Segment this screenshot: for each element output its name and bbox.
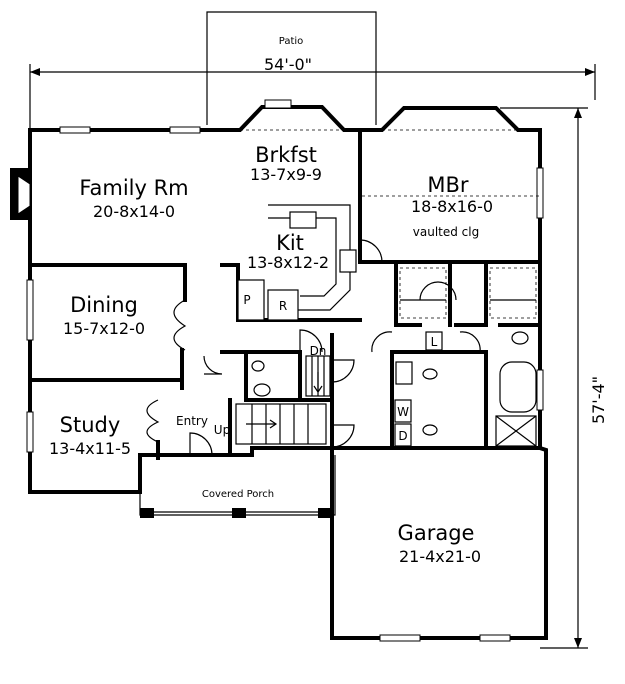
stairs-down-mark: Dn	[310, 344, 327, 358]
patio-outline	[206, 11, 377, 125]
master-bedroom-size: 18-8x16-0	[411, 197, 493, 216]
kitchen-size: 13-8x12-2	[247, 253, 329, 272]
linen-box	[425, 331, 443, 351]
garage-name: Garage	[398, 521, 475, 545]
covered-porch	[139, 455, 336, 518]
dining-name: Dining	[70, 293, 138, 317]
depth-dimension-label: 57'-4"	[589, 376, 608, 424]
interior-walls	[28, 128, 542, 460]
kitchen-name: Kit	[276, 231, 304, 255]
garage-size: 21-4x21-0	[399, 547, 481, 566]
dining-size: 15-7x12-0	[63, 319, 145, 338]
patio-label: Patio	[279, 36, 304, 47]
breakfast-size: 13-7x9-9	[250, 165, 322, 184]
kitchen-counters	[237, 204, 357, 321]
stairs-up-mark: Up	[214, 423, 230, 437]
washer-mark: W	[397, 405, 409, 419]
depth-dimension	[500, 107, 588, 649]
bath-fixtures	[251, 331, 537, 447]
width-dimension	[29, 64, 596, 128]
doors	[146, 239, 481, 456]
windows	[26, 99, 544, 642]
fireplace	[10, 168, 31, 220]
dryer-mark: D	[398, 429, 407, 443]
stairs	[235, 355, 331, 445]
breakfast-name: Brkfst	[255, 143, 317, 167]
study-size: 13-4x11-5	[49, 439, 131, 458]
linen-mark: L	[431, 335, 438, 349]
study-name: Study	[60, 413, 121, 437]
family-room-name: Family Rm	[79, 176, 188, 200]
refrigerator-mark: R	[279, 299, 287, 313]
washer-box	[394, 399, 412, 423]
covered-porch-label: Covered Porch	[202, 489, 274, 500]
pantry-mark: P	[243, 293, 250, 307]
width-dimension-label: 54'-0"	[264, 55, 312, 74]
entry-label: Entry	[176, 414, 208, 428]
master-bedroom-note: vaulted clg	[413, 225, 479, 239]
dryer-box	[394, 423, 412, 447]
family-room-size: 20-8x14-0	[93, 202, 175, 221]
master-bedroom-name: MBr	[427, 173, 469, 197]
closets	[399, 267, 537, 319]
